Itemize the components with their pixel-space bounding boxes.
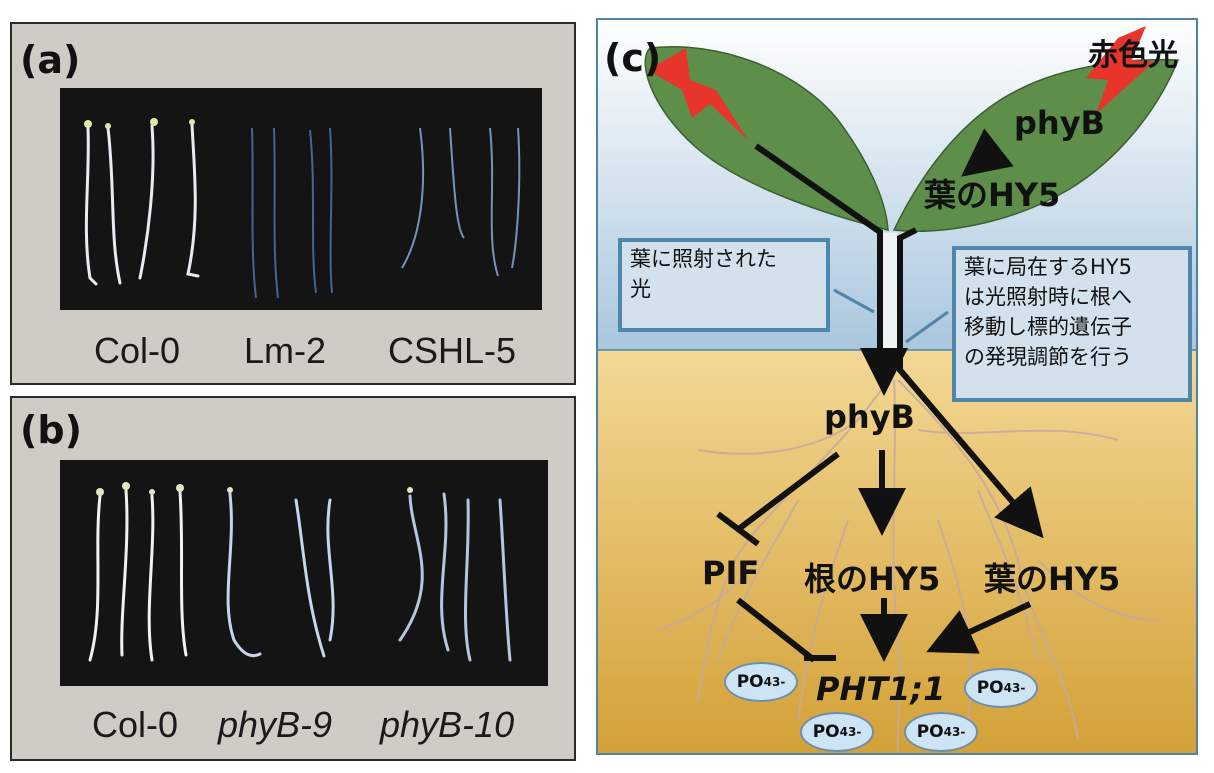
phosphate-4-sub: 4: [943, 725, 952, 739]
inhibit-phyb-pif: [738, 451, 840, 531]
panel-b-caption-phyb9: phyB-9: [218, 704, 333, 745]
leaf-hy5-root-label: 葉のHY5: [984, 560, 1121, 598]
phosphate-1-sub: 4: [763, 675, 772, 689]
leaf-hy5-label: 葉のHY5: [924, 176, 1061, 214]
panel-b: (b): [10, 396, 576, 761]
panel-b-caption-phyb10: phyB-10: [380, 704, 515, 745]
note-left: 葉に照射された 光: [618, 238, 830, 332]
soil-region: [598, 350, 1196, 753]
note-right-line-3: 移動し標的遺伝子: [964, 315, 1132, 339]
pht1-gene-label: PHT1;1: [816, 670, 946, 708]
pif-label: PIF: [702, 554, 760, 592]
panel-a-caption-col0: Col-0: [94, 330, 181, 371]
panel-c-diagram: [598, 20, 1196, 753]
panel-a-label: (a): [20, 38, 81, 82]
lightning-right-icon: [1086, 26, 1154, 114]
note-right-line-2: は光照射時に根へ: [964, 285, 1132, 309]
phosphate-3-sup: 3-: [847, 725, 862, 739]
panel-a: (a): [10, 22, 576, 385]
root-system: [657, 379, 1159, 753]
panel-c: (c) 赤色光 phyB 葉のHY5 葉に照射された 光 葉に局在するHY5 は…: [596, 18, 1198, 755]
note-right: 葉に局在するHY5 は光照射時に根へ 移動し標的遺伝子 の発現調節を行う: [952, 246, 1192, 402]
panel-b-seedlings: [88, 482, 512, 662]
phosphate-3-sub: 4: [839, 725, 848, 739]
root-hy5-label: 根のHY5: [804, 560, 941, 598]
note-left-line-1: 葉に照射された: [630, 247, 777, 271]
lightning-left-icon: [648, 48, 748, 140]
panel-a-caption-cshl5: CSHL-5: [388, 330, 517, 371]
phosphate-2-base: PO: [976, 678, 1004, 698]
panel-a-seedlings: [84, 118, 521, 299]
phosphate-2-sup: 3-: [1011, 681, 1026, 695]
inhibit-pif-pht: [736, 597, 816, 663]
callout-right-line: [905, 310, 949, 344]
arrow-leafhy5-to-pht: [926, 601, 1032, 654]
callout-left-line: [833, 288, 875, 314]
phosphate-2-sub: 4: [1003, 681, 1012, 695]
arrow-leaf-to-stem-left: [754, 143, 883, 360]
phosphate-1-base: PO: [736, 672, 764, 692]
red-light-label: 赤色光: [1088, 38, 1178, 73]
phosphate-3-base: PO: [812, 722, 840, 742]
inhibit-pif-bar: [716, 511, 760, 547]
panel-b-label: (b): [20, 408, 82, 452]
stem: [881, 231, 899, 373]
arrow-phyb-to-leafhy5: [961, 128, 1014, 177]
phyb-leaf-label: phyB: [1014, 104, 1105, 142]
panel-b-caption-col0: Col-0: [92, 704, 179, 745]
phosphate-4-base: PO: [916, 722, 944, 742]
panel-c-label: (c): [604, 36, 662, 80]
phosphate-4-sup: 3-: [951, 725, 966, 739]
arrow-leafhy5-to-stem-right: [897, 227, 1044, 539]
panel-a-caption-lm2: Lm-2: [244, 330, 327, 371]
phosphate-1-sup: 3-: [771, 675, 786, 689]
note-right-line-1: 葉に局在するHY5: [964, 255, 1132, 279]
panel-a-seedling-photo: [60, 88, 542, 310]
note-left-line-2: 光: [630, 277, 651, 301]
panel-b-seedling-photo: [60, 460, 548, 686]
phyb-root-label: phyB: [824, 398, 915, 436]
note-right-line-4: の発現調節を行う: [964, 345, 1132, 369]
